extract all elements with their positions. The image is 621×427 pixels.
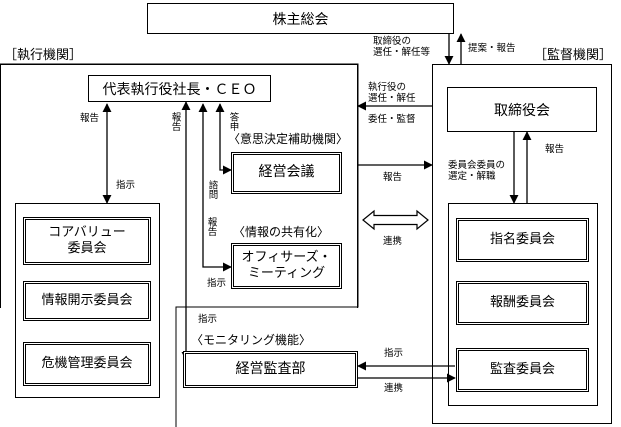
disclosure-committee-label: 情報開示委員会 bbox=[41, 292, 133, 308]
officers-meeting-line1: オフィサーズ・ bbox=[241, 249, 332, 265]
label-report-vertical: 報告 bbox=[169, 112, 181, 131]
supervisory-section-title: ［監督機関］ bbox=[534, 48, 613, 63]
management-council-box: 経営会議 bbox=[231, 152, 342, 194]
core-value-committee-line1: コアバリュー bbox=[48, 224, 126, 240]
core-value-committee-line2: 委員会 bbox=[67, 241, 107, 256]
arrow-ceo-offmeet bbox=[198, 103, 232, 272]
compensation-committee-box: 報酬委員会 bbox=[456, 281, 589, 325]
label-reply-vertical: 答申 bbox=[227, 112, 239, 131]
label-report-left: 報告 bbox=[80, 113, 100, 124]
risk-committee-box: 危機管理委員会 bbox=[23, 342, 151, 386]
label-coop-dept: 連携 bbox=[384, 383, 404, 394]
disclosure-committee-box: 情報開示委員会 bbox=[23, 281, 151, 321]
label-delegate-supervise: 委任・監督 bbox=[368, 114, 416, 125]
right-committees-frame bbox=[448, 203, 598, 406]
label-instruct-left: 指示 bbox=[116, 180, 136, 191]
officers-meeting-line2: ミーティング bbox=[247, 266, 326, 281]
supervisory-frame bbox=[432, 64, 612, 424]
decision-support-label: 〈意思決定補助機関〉 bbox=[228, 132, 349, 146]
monitoring-label: 〈モニタリング機能〉 bbox=[191, 333, 312, 347]
audit-dept-label: 経営監査部 bbox=[235, 360, 306, 377]
label-instruct-offmeet: 指示 bbox=[207, 278, 227, 289]
label-report-mid: 報告 bbox=[383, 172, 403, 183]
label-report-board: 報告 bbox=[545, 144, 565, 155]
audit-dept-box: 経営監査部 bbox=[183, 351, 358, 388]
label-proposal-report: 提案・報告 bbox=[468, 43, 516, 54]
shareholders-meeting-box: 株主総会 bbox=[147, 3, 454, 34]
ceo-label: 代表執行役社長・ＣＥＯ bbox=[102, 81, 257, 98]
label-officer-appoint: 執行役の 選任・解任 bbox=[368, 82, 416, 105]
label-instruct-audit: 指示 bbox=[384, 348, 404, 359]
board-label: 取締役会 bbox=[494, 102, 550, 119]
core-value-committee-box: コアバリュー 委員会 bbox=[23, 217, 151, 265]
label-instruct-audit-left: 指示 bbox=[198, 314, 218, 325]
label-committee-select: 委員会委員の 選定・解職 bbox=[448, 160, 506, 183]
left-committees-frame bbox=[15, 203, 160, 398]
shareholders-meeting-label: 株主総会 bbox=[272, 11, 329, 28]
coop-double-arrow bbox=[362, 209, 429, 231]
board-box: 取締役会 bbox=[447, 87, 597, 132]
nomination-committee-label: 指名委員会 bbox=[489, 231, 555, 247]
label-report-offmeet-vertical: 報告 bbox=[205, 217, 217, 236]
audit-committee-label: 監査委員会 bbox=[489, 361, 555, 377]
label-consult-vertical: 諮問 bbox=[206, 180, 218, 199]
info-sharing-label: 〈情報の共有化〉 bbox=[233, 225, 330, 239]
risk-committee-label: 危機管理委員会 bbox=[41, 355, 133, 371]
ceo-box: 代表執行役社長・ＣＥＯ bbox=[88, 75, 271, 102]
compensation-committee-label: 報酬委員会 bbox=[489, 294, 555, 310]
nomination-committee-box: 指名委員会 bbox=[456, 218, 589, 262]
executive-section-title: ［執行機関］ bbox=[4, 48, 83, 63]
audit-committee-box: 監査委員会 bbox=[456, 348, 589, 392]
management-council-label: 経営会議 bbox=[258, 164, 315, 181]
label-coop-mid: 連携 bbox=[383, 236, 403, 247]
officers-meeting-box: オフィサーズ・ ミーティング bbox=[231, 243, 342, 289]
label-director-appoint: 取締役の 選任・解任等 bbox=[373, 36, 431, 59]
